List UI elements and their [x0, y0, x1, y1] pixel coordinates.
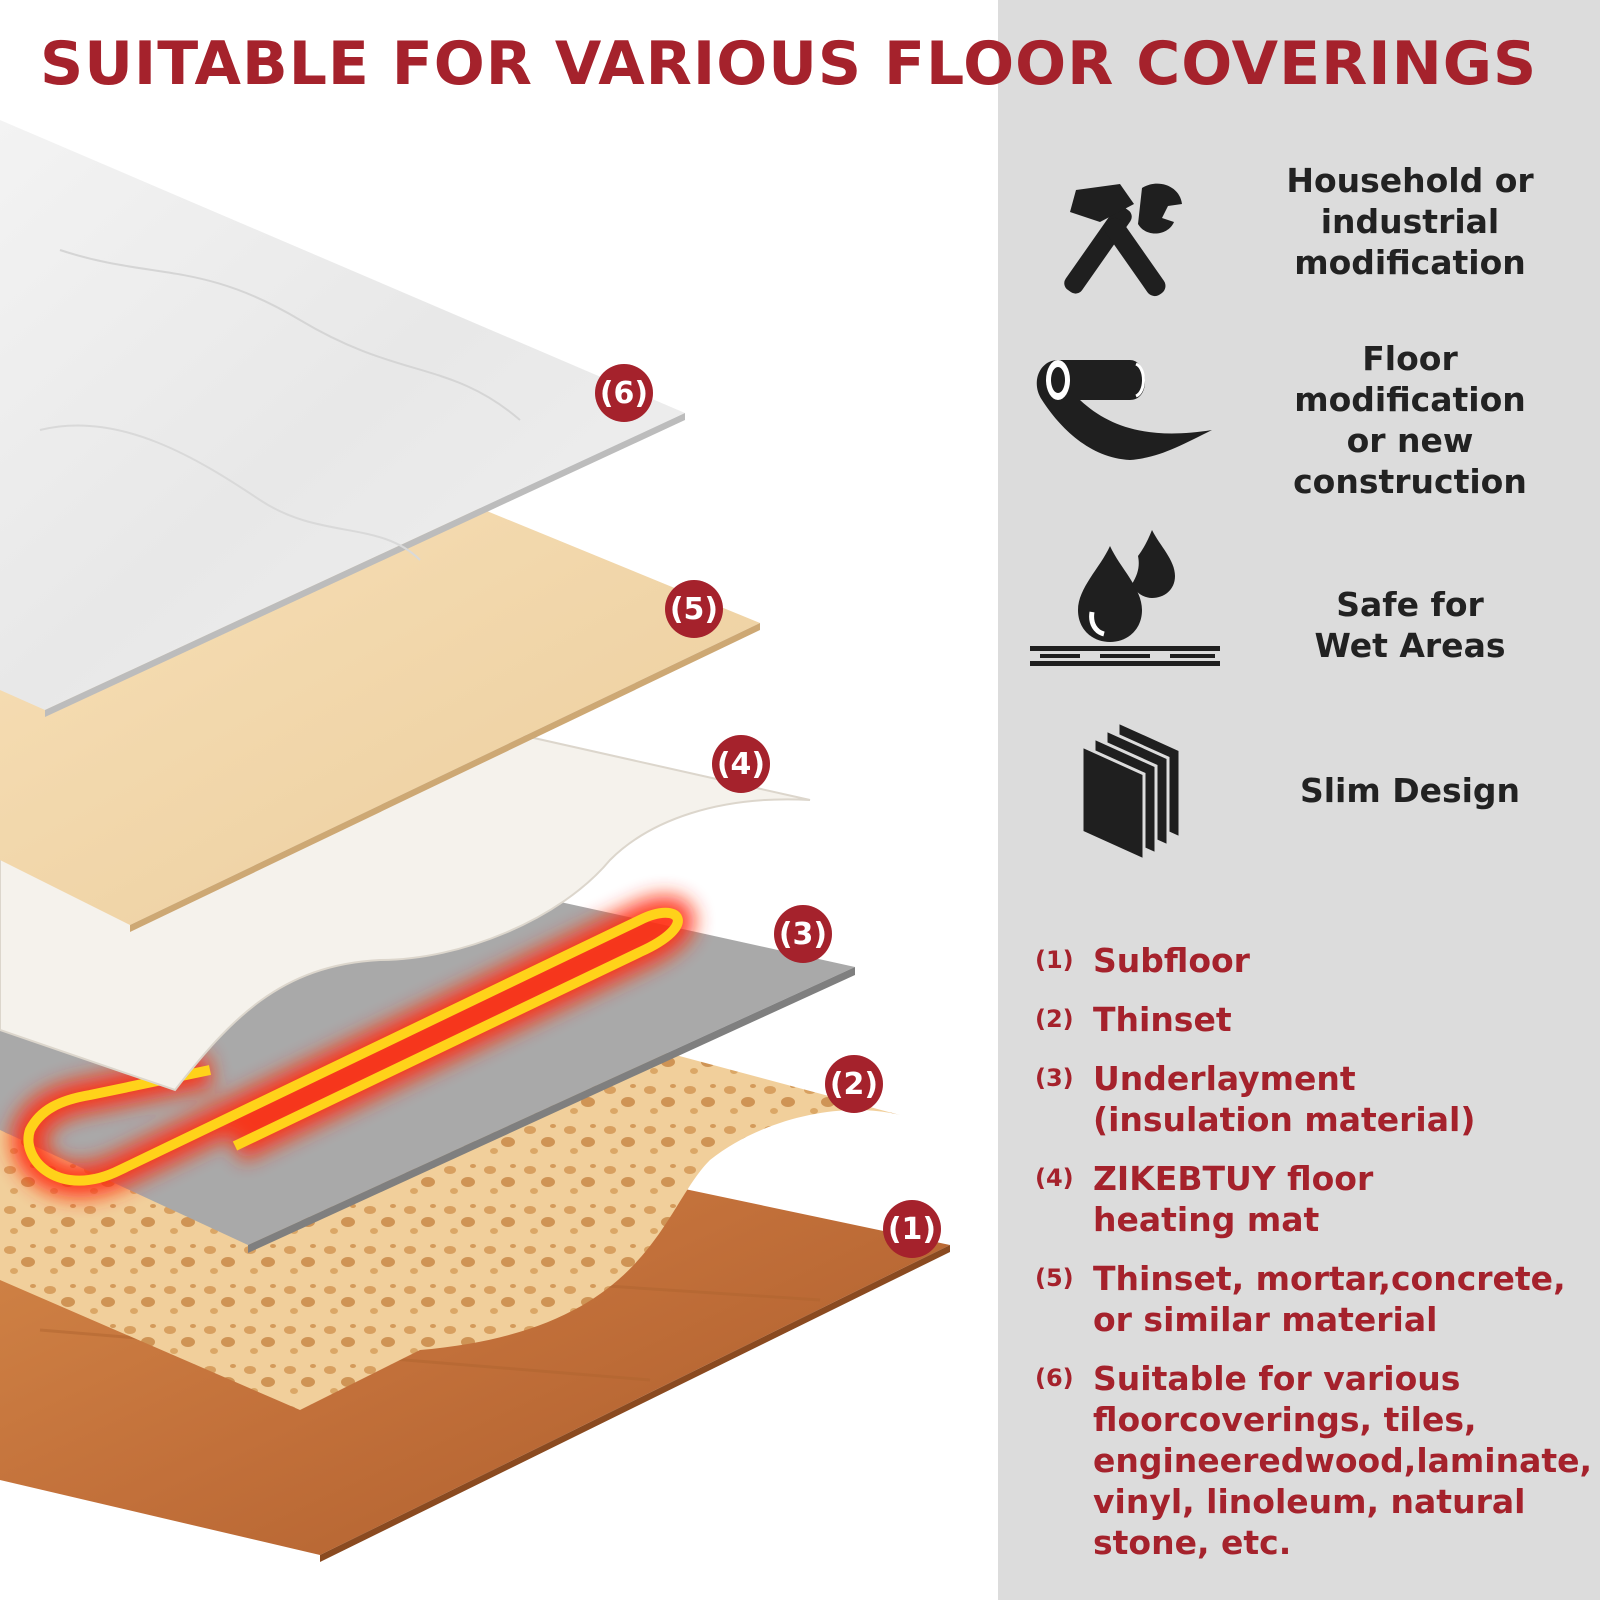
layer-legend: (1) Subfloor (2) Thinset (3) Underlaymen… — [1035, 940, 1595, 1581]
feature-slim-design: Slim Design — [1030, 720, 1570, 860]
legend-item: (3) Underlayment (insulation material) — [1035, 1058, 1595, 1140]
legend-text: Thinset — [1093, 1000, 1232, 1039]
page-title: SUITABLE FOR VARIOUS FLOOR COVERINGS — [40, 29, 1538, 99]
stacked-sheets-icon — [1080, 720, 1182, 860]
legend-item: (6) Suitable for various floorcoverings,… — [1035, 1358, 1595, 1563]
heating-cable — [11, 895, 695, 1198]
legend-number: (3) — [1035, 1064, 1074, 1092]
callout-layer-6: (6) — [595, 364, 653, 422]
legend-item: (4) ZIKEBTUY floor heating mat — [1035, 1158, 1595, 1240]
legend-number: (1) — [1035, 946, 1074, 974]
flooring-roll-icon — [1036, 360, 1212, 460]
legend-number: (2) — [1035, 1005, 1074, 1033]
legend-item: (1) Subfloor — [1035, 940, 1595, 981]
legend-text: Underlayment (insulation material) — [1093, 1059, 1476, 1139]
callout-layer-3: (3) — [774, 905, 832, 963]
legend-text: Subfloor — [1093, 941, 1250, 980]
water-drops-icon — [1030, 530, 1220, 666]
feature-household-label: Household or industrial modification — [1286, 161, 1534, 282]
callout-layer-5: (5) — [665, 580, 723, 638]
feature-wet-areas-label: Safe for Wet Areas — [1314, 585, 1506, 665]
floor-layers-illustration — [0, 120, 950, 1562]
feature-slim-design-label: Slim Design — [1299, 771, 1521, 810]
feature-floor-modification-label: Floor modification or new construction — [1293, 339, 1527, 501]
feature-wet-areas: Safe for Wet Areas — [1030, 528, 1570, 673]
legend-item: (5) Thinset, mortar,concrete, or similar… — [1035, 1258, 1595, 1340]
legend-item: (2) Thinset — [1035, 999, 1595, 1040]
legend-text: Thinset, mortar,concrete, or similar mat… — [1093, 1259, 1566, 1339]
callout-layer-4: (4) — [712, 735, 770, 793]
legend-text: Suitable for various floorcoverings, til… — [1093, 1359, 1593, 1562]
legend-number: (4) — [1035, 1164, 1074, 1192]
feature-household: Household or industrial modification — [1030, 160, 1570, 300]
legend-number: (5) — [1035, 1264, 1074, 1292]
legend-text: ZIKEBTUY floor heating mat — [1093, 1159, 1374, 1239]
legend-number: (6) — [1035, 1364, 1074, 1392]
hammer-wrench-icon — [1064, 183, 1182, 297]
feature-floor-modification: Floor modification or new construction — [1030, 338, 1570, 501]
floor-covering-layer — [0, 120, 685, 710]
callout-layer-1: (1) — [883, 1200, 941, 1258]
mortar-layer — [0, 500, 760, 925]
callout-layer-2: (2) — [825, 1055, 883, 1113]
